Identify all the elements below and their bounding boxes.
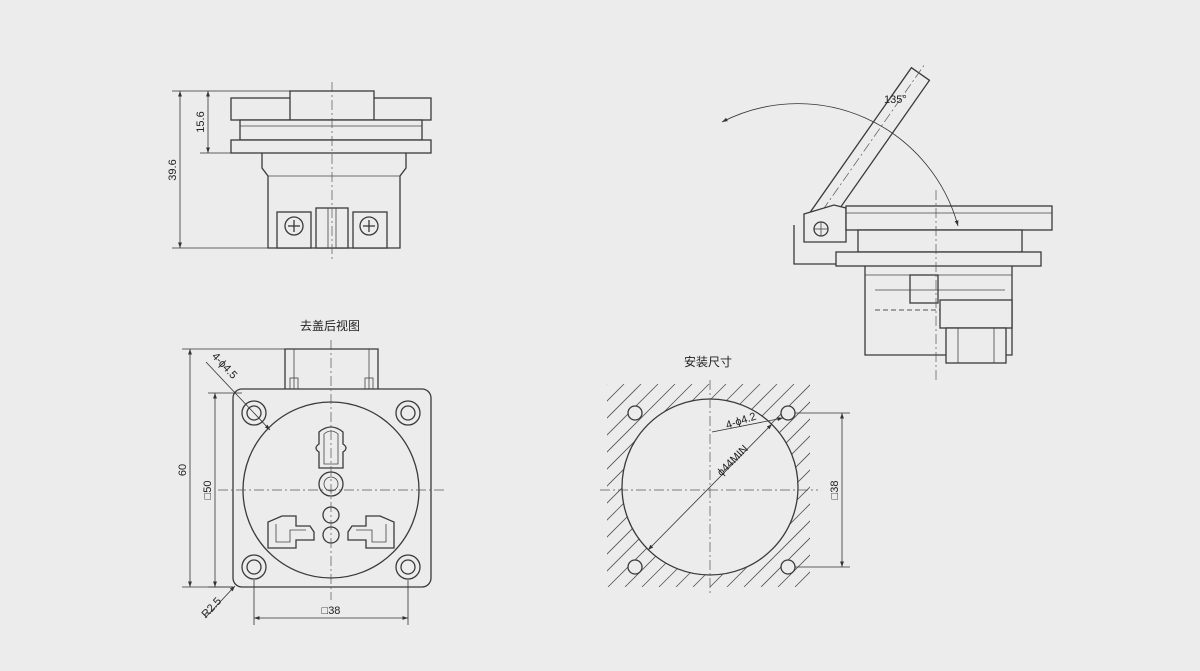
hatch-line: [607, 384, 676, 453]
install-holes: [627, 405, 796, 575]
hatch-line: [794, 571, 810, 587]
dim-pitch-50: □50: [202, 481, 214, 500]
terminal-screw-right: [352, 211, 388, 249]
hatch-line: [777, 554, 810, 587]
dim-height-cover: 15.6: [195, 111, 207, 132]
dim-holes-socket: 4-ϕ4.5: [209, 350, 239, 381]
install-cutout-view: 安装尺寸 ϕ44MIN 4-ϕ4.2 □38: [600, 354, 1049, 595]
hatch-line: [812, 384, 1015, 587]
hatch-line: [760, 537, 810, 587]
hatch-line: [607, 384, 608, 385]
dim-pitch-38-socket: □38: [322, 605, 341, 617]
hatch-line: [743, 520, 810, 587]
side-view: 39.6 15.6: [167, 82, 432, 262]
terminal-screw-left: [276, 211, 312, 249]
mount-holes: [241, 400, 421, 580]
open-cover-view: 135°: [721, 62, 1053, 380]
hatch-line: [846, 384, 1049, 587]
hatch-line: [829, 384, 1032, 587]
dim-outer-60: 60: [177, 464, 189, 476]
dim-height-total: 39.6: [167, 159, 179, 180]
socket-front-view: 去盖后视图: [177, 318, 444, 625]
hatch-line: [607, 384, 659, 436]
hatch-line: [607, 384, 625, 402]
dim-radius: R2.5: [199, 595, 224, 620]
dim-pitch-38-install: □38: [829, 481, 841, 500]
dim-angle: 135°: [884, 94, 907, 106]
hatch-line: [607, 384, 642, 419]
title-cover-removed-view: 去盖后视图: [300, 318, 360, 333]
title-install-size: 安装尺寸: [684, 354, 732, 369]
socket-outlet: [267, 426, 395, 549]
